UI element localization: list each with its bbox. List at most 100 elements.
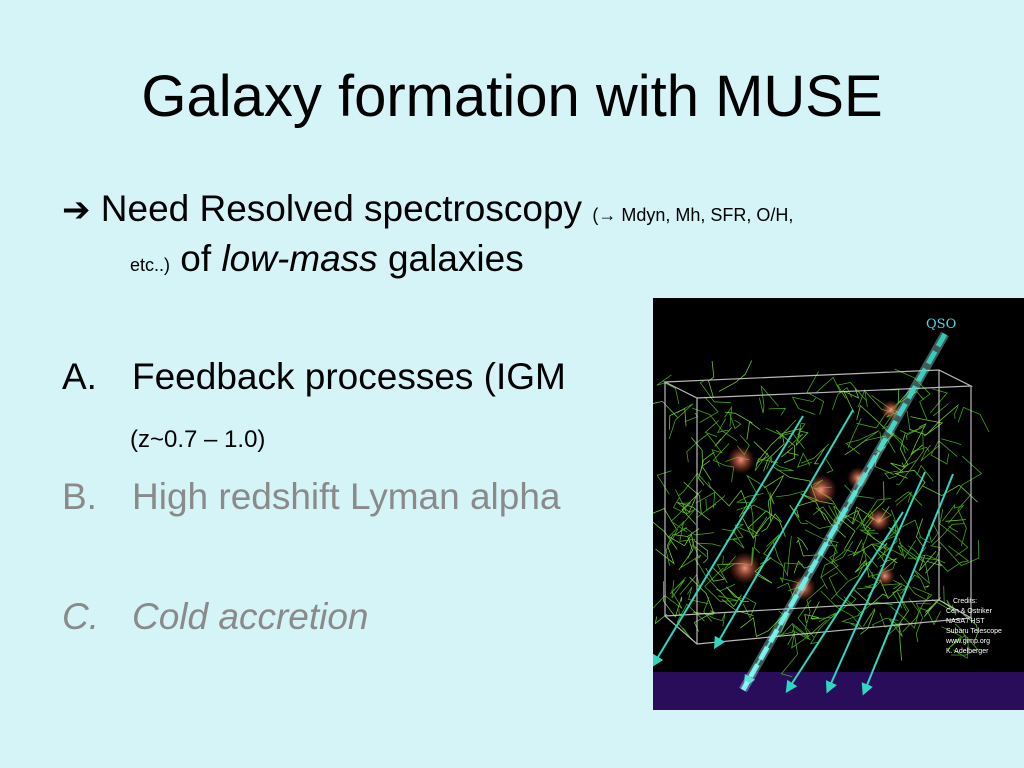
qso-label: QSO bbox=[926, 317, 956, 332]
filament bbox=[845, 430, 880, 455]
filament bbox=[686, 433, 709, 463]
filament bbox=[724, 411, 753, 424]
filament bbox=[956, 455, 983, 495]
filament bbox=[653, 400, 679, 419]
filament bbox=[812, 506, 838, 526]
filament bbox=[766, 457, 772, 470]
filament bbox=[854, 558, 875, 578]
filament bbox=[857, 388, 868, 408]
filament bbox=[860, 609, 876, 635]
filament bbox=[653, 590, 683, 609]
filament bbox=[779, 562, 803, 584]
filament bbox=[847, 549, 865, 565]
filament bbox=[828, 572, 839, 596]
filament bbox=[726, 586, 749, 603]
filament bbox=[666, 533, 695, 550]
filament bbox=[899, 519, 922, 538]
filament bbox=[705, 612, 726, 627]
arrow-right-icon: ➔ bbox=[62, 191, 91, 229]
filament bbox=[704, 420, 719, 437]
main-bullet-etc: etc..) bbox=[130, 255, 171, 275]
filament bbox=[813, 447, 826, 465]
bottom-band bbox=[653, 672, 1024, 710]
filament bbox=[915, 518, 924, 547]
filament bbox=[718, 360, 753, 392]
filament bbox=[678, 528, 700, 571]
filament bbox=[797, 537, 809, 551]
filament bbox=[763, 534, 784, 567]
filament bbox=[957, 493, 972, 547]
filament bbox=[663, 581, 683, 618]
filament bbox=[761, 513, 782, 533]
filament bbox=[740, 610, 788, 638]
main-bullet-galaxies: galaxies bbox=[387, 238, 524, 279]
filament bbox=[816, 376, 842, 394]
filament bbox=[939, 509, 969, 557]
filament bbox=[763, 435, 785, 472]
main-bullet-paren: (→ Mdyn, Mh, SFR, O/H, bbox=[592, 205, 794, 225]
filament bbox=[895, 431, 924, 485]
filament bbox=[930, 440, 958, 465]
item-b: B.High redshift Lyman alpha bbox=[62, 474, 560, 520]
filament bbox=[860, 498, 892, 527]
filament bbox=[941, 503, 965, 524]
filament bbox=[804, 529, 839, 543]
filament bbox=[787, 619, 827, 649]
sightlines bbox=[653, 409, 954, 696]
filament bbox=[716, 564, 731, 584]
item-a-sub: (z~0.7 – 1.0) bbox=[130, 426, 266, 453]
filament bbox=[940, 545, 970, 572]
filament bbox=[906, 410, 911, 429]
filament bbox=[653, 508, 678, 550]
filament bbox=[910, 422, 927, 456]
filament bbox=[768, 407, 787, 416]
filament bbox=[929, 388, 948, 414]
filament bbox=[709, 486, 748, 518]
svg-text:Subaru Telescope: Subaru Telescope bbox=[946, 628, 1002, 635]
filament bbox=[789, 504, 800, 518]
filament bbox=[668, 403, 694, 440]
filament bbox=[890, 462, 906, 473]
filament bbox=[763, 474, 785, 521]
filament bbox=[698, 451, 715, 478]
filament bbox=[792, 397, 817, 403]
filament bbox=[759, 384, 779, 414]
filament bbox=[801, 443, 830, 464]
filament bbox=[796, 539, 822, 557]
filament bbox=[872, 617, 899, 628]
filament bbox=[923, 597, 942, 617]
filament bbox=[877, 524, 898, 560]
filament bbox=[910, 416, 944, 437]
filament bbox=[852, 539, 886, 563]
filament bbox=[797, 599, 815, 638]
filament bbox=[668, 520, 696, 559]
filament bbox=[680, 544, 707, 568]
item-c: C.Cold accretion bbox=[62, 594, 369, 640]
filament bbox=[675, 489, 696, 527]
filament bbox=[853, 589, 889, 606]
filament bbox=[828, 505, 860, 526]
filament bbox=[694, 557, 736, 592]
filament bbox=[765, 427, 805, 450]
main-bullet-of: of bbox=[180, 238, 212, 279]
filament bbox=[735, 493, 764, 504]
filament bbox=[919, 607, 941, 626]
filament bbox=[687, 586, 709, 605]
svg-text:www.gimp.org: www.gimp.org bbox=[945, 638, 990, 645]
filament bbox=[809, 612, 837, 645]
filament bbox=[896, 432, 909, 476]
filament bbox=[884, 470, 899, 480]
slide-title: Galaxy formation with MUSE bbox=[141, 64, 883, 129]
svg-text:Credits:: Credits: bbox=[953, 598, 977, 605]
qso-beam bbox=[739, 331, 949, 693]
filament bbox=[669, 577, 687, 599]
filament bbox=[732, 531, 745, 549]
main-bullet-low-mass: low-mass bbox=[221, 238, 378, 279]
filament bbox=[878, 519, 900, 543]
filament bbox=[746, 421, 761, 440]
filament bbox=[858, 529, 879, 539]
filament bbox=[708, 361, 715, 398]
filament bbox=[704, 567, 738, 602]
filament bbox=[726, 525, 755, 541]
filament bbox=[722, 524, 744, 532]
